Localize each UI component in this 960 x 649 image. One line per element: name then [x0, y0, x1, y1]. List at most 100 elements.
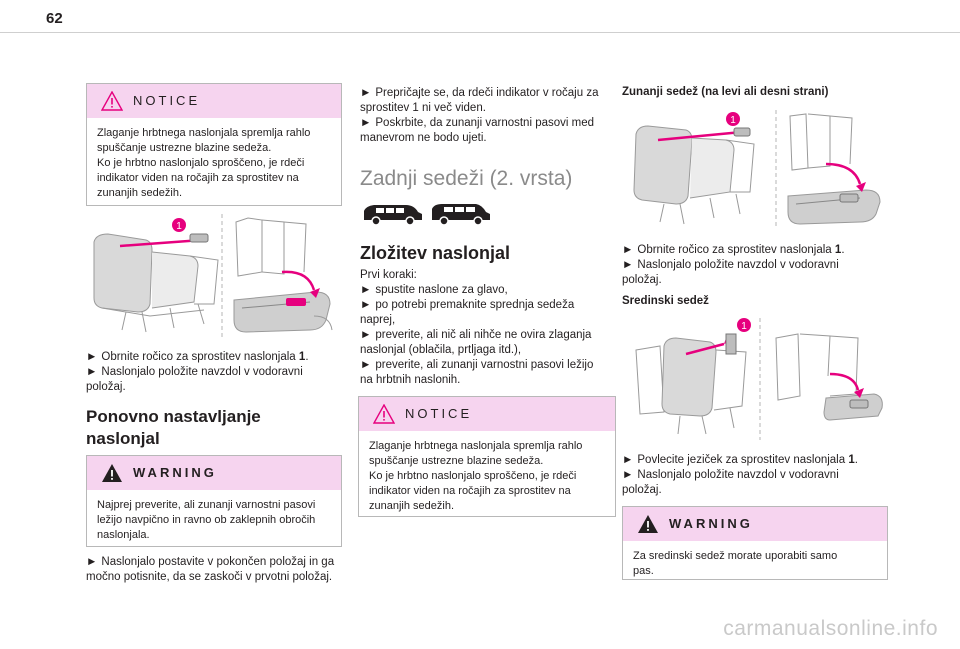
seat-fold-illustration-left: 1: [86, 212, 342, 340]
notice-line: Ko je hrbtno naslonjalo sproščeno, je rd…: [97, 157, 305, 169]
bullet-arrow-icon: ►: [622, 469, 634, 481]
notice-line: zunanjih sedežih.: [97, 187, 183, 199]
step-line: ►Naslonjalo položite navzdol v vodoravni: [86, 366, 303, 378]
step-line: ►Povlecite jeziček za sprostitev naslonj…: [622, 454, 858, 466]
callout-badge: [737, 318, 751, 332]
notice-header: NOTICE: [359, 397, 615, 431]
bullet-arrow-icon: ►: [86, 556, 98, 568]
warning-line: pas.: [633, 565, 654, 577]
notice-line: indikator viden na ročajih za sprostitev…: [369, 485, 571, 497]
warning-triangle-icon: [373, 404, 395, 424]
step-line: manevrom ne bodo ujeti.: [360, 132, 487, 144]
warning-header: WARNING: [87, 456, 341, 490]
step-line: sprostitev 1 ni več viden.: [360, 102, 486, 114]
bullet-arrow-icon: ►: [622, 259, 634, 271]
van-silhouettes-icon: [364, 204, 490, 226]
warning-box-left: WARNING Najprej preverite, ali zunanji v…: [86, 455, 342, 547]
bullet-arrow-icon: ►: [360, 87, 372, 99]
warning-triangle-icon: [102, 464, 122, 482]
callout-badge-number: 1: [730, 115, 736, 126]
step-line: položaj.: [622, 274, 662, 286]
notice-box-middle: NOTICE Zlaganje hrbtnega naslonjala spre…: [358, 396, 616, 517]
heading-line: naslonjal: [86, 429, 160, 448]
step-line: položaj.: [86, 381, 126, 393]
callout-badge-number: 1: [741, 321, 747, 332]
page-number: 62: [46, 10, 63, 27]
notice-line: Zlaganje hrbtnega naslonjala spremlja ra…: [97, 127, 311, 139]
warning-line: Najprej preverite, ali zunanji varnostni…: [97, 499, 316, 511]
left-steps: ►Obrnite ročico za sprostitev naslonjala…: [86, 350, 356, 395]
middle-intro: ►Prepričajte se, da rdeči indikator v ro…: [360, 86, 622, 146]
section-heading-reset: Ponovno nastavljanje naslonjal: [86, 406, 356, 450]
notice-header: NOTICE: [87, 84, 341, 118]
middle-seat-heading: Sredinski sedež: [622, 295, 709, 307]
notice-body: Zlaganje hrbtnega naslonjala spremlja ra…: [87, 118, 341, 209]
seat-fold-illustration-middle: 1: [630, 316, 888, 440]
bullet-arrow-icon: ►: [86, 351, 98, 363]
notice-line: zunanjih sedežih.: [369, 500, 455, 512]
warning-line: Za sredinski sedež morate uporabiti samo: [633, 550, 838, 562]
middle-seat-steps: ►Povlecite jeziček za sprostitev naslonj…: [622, 453, 902, 498]
step-line: ►spustite naslone za glavo,: [360, 284, 508, 296]
bullet-arrow-icon: ►: [622, 454, 634, 466]
middle-steps: Prvi koraki: ►spustite naslone za glavo,…: [360, 268, 622, 388]
bullet-arrow-icon: ►: [360, 284, 372, 296]
notice-line: spuščanje ustrezne blazine sedeža.: [97, 142, 272, 154]
heading-line: Ponovno nastavljanje: [86, 407, 261, 426]
bullet-arrow-icon: ►: [360, 329, 372, 341]
notice-line: Ko je hrbtno naslonjalo sproščeno, je rd…: [369, 470, 577, 482]
step-line: ►Naslonjalo položite navzdol v vodoravni: [622, 259, 839, 271]
step-line: ►Naslonjalo postavite v pokončen položaj…: [86, 556, 335, 568]
bullet-arrow-icon: ►: [360, 359, 372, 371]
warning-title: WARNING: [133, 465, 217, 480]
outer-seat-heading: Zunanji sedež (na levi ali desni strani): [622, 86, 829, 98]
step-line: ►Poskrbite, da zunanji varnostni pasovi …: [360, 117, 595, 129]
step-line: naslonjal (oblačila, prtljaga itd.),: [360, 344, 522, 356]
step-line: ►po potrebi premaknite sprednja sedeža: [360, 299, 575, 311]
step-line: na hrbtnih naslonih.: [360, 374, 461, 386]
notice-line: indikator viden na ročajih za sprostitev…: [97, 172, 299, 184]
notice-line: Zlaganje hrbtnega naslonjala spremlja ra…: [369, 440, 583, 452]
warning-line: ležijo navpično in ravno ob zaklepnih ob…: [97, 514, 316, 526]
warning-body: Za sredinski sedež morate uporabiti samo…: [623, 541, 887, 587]
warning-title: WARNING: [669, 516, 753, 531]
notice-title: NOTICE: [133, 93, 201, 108]
outer-steps: ►Obrnite ročico za sprostitev naslonjala…: [622, 243, 902, 288]
bullet-arrow-icon: ►: [622, 244, 634, 256]
step-line: ►Prepričajte se, da rdeči indikator v ro…: [360, 87, 599, 99]
middle-seat-svg: 1: [635, 318, 883, 440]
step-line: ►Obrnite ročico za sprostitev naslonjala…: [622, 244, 845, 256]
step-line: močno potisnite, da se zaskoči v prvotni…: [86, 571, 333, 583]
notice-body: Zlaganje hrbtnega naslonjala spremlja ra…: [359, 431, 615, 522]
notice-title: NOTICE: [405, 406, 473, 421]
warning-triangle-icon: [101, 91, 123, 111]
step-line: naprej,: [360, 314, 396, 326]
warning-header: WARNING: [623, 507, 887, 541]
watermark: carmanualsonline.info: [723, 617, 938, 640]
seat-illustration-svg: 1: [93, 214, 333, 340]
warning-triangle-icon: [638, 515, 658, 533]
step-line: ►Naslonjalo položite navzdol v vodoravni: [622, 469, 839, 481]
callout-badge-number: 1: [176, 221, 182, 232]
step-line: ►Obrnite ročico za sprostitev naslonjala…: [86, 351, 309, 363]
step-line: položaj.: [622, 484, 662, 496]
section-title-rear-seats: Zadnji sedeži (2. vrsta): [360, 167, 622, 191]
outer-seat-svg: 1: [633, 110, 881, 228]
heading-fold: Zložitev naslonjal: [360, 242, 622, 264]
notice-box-left: NOTICE Zlaganje hrbtnega naslonjala spre…: [86, 83, 342, 206]
left-final: ►Naslonjalo postavite v pokončen položaj…: [86, 555, 362, 585]
warning-box-right: WARNING Za sredinski sedež morate uporab…: [622, 506, 888, 580]
step-line: ►preverite, ali nič ali nihče ne ovira z…: [360, 329, 592, 341]
callout-badge: [726, 112, 740, 126]
step-line: ►preverite, ali zunanji varnostni pasovi…: [360, 359, 594, 371]
warning-line: naslonjala.: [97, 529, 150, 541]
section-title: Zadnji sedeži (2. vrsta): [360, 167, 573, 190]
warning-body: Najprej preverite, ali zunanji varnostni…: [87, 490, 341, 551]
callout-badge: [172, 218, 186, 232]
top-rule: [0, 32, 960, 33]
notice-line: spuščanje ustrezne blazine sedeža.: [369, 455, 544, 467]
vehicle-icons: [362, 200, 492, 233]
bullet-arrow-icon: ►: [86, 366, 98, 378]
heading-fold-backrests: Zložitev naslonjal: [360, 243, 511, 263]
seat-fold-illustration-outer: 1: [630, 108, 888, 228]
